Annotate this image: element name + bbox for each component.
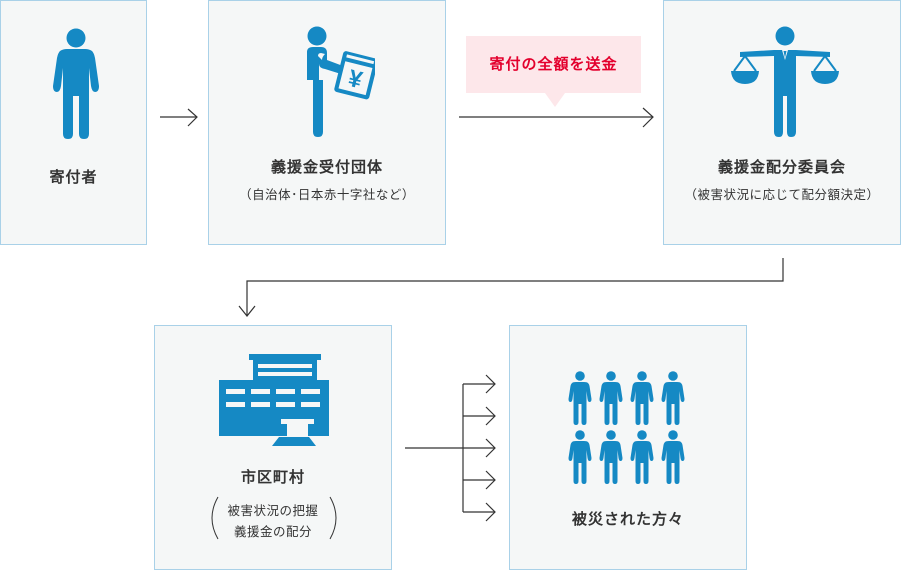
node-municipality: 市区町村 被害状況の把握 義援金の配分 [154, 325, 392, 570]
node-title: 被災された方々 [571, 510, 684, 528]
node-title: 市区町村 [240, 468, 305, 486]
person-icon [630, 430, 654, 484]
arrowhead [485, 438, 496, 458]
callout-text: 寄付の全額を送金 [489, 55, 618, 73]
node-subtitle-line-2: 義援金の配分 [233, 524, 312, 539]
person-with-scales-icon [731, 26, 839, 137]
arrowhead [642, 107, 654, 128]
person-icon [53, 28, 99, 139]
node-donor: 寄付者 [0, 0, 147, 245]
node-subtitle: （自治体･日本赤十字社など） [239, 187, 415, 202]
city-hall-building-icon [219, 354, 329, 446]
left-paren [211, 496, 219, 540]
arrowhead [485, 502, 496, 522]
node-receiving-org: ¥ 義援金受付団体 （自治体･日本赤十字社など） [208, 0, 446, 245]
node-victims: 被災された方々 [509, 325, 747, 570]
node-subtitle-line-1: 被害状況の把握 [227, 503, 319, 518]
person-icon [661, 430, 685, 484]
person-with-yen-box-icon: ¥ [307, 26, 375, 137]
node-title: 義援金配分委員会 [717, 158, 846, 176]
person-icon [630, 371, 654, 425]
callout-full-amount: 寄付の全額を送金 [466, 36, 641, 107]
arrowhead [485, 406, 496, 426]
node-title: 寄付者 [49, 168, 98, 186]
person-icon [568, 371, 592, 425]
arrowhead [485, 374, 496, 394]
group-of-people-icon [568, 371, 685, 484]
person-icon [568, 430, 592, 484]
node-title: 義援金受付団体 [270, 158, 383, 176]
person-icon [599, 371, 623, 425]
arrowhead [187, 108, 198, 127]
node-subtitle: （被害状況に応じて配分額決定） [684, 187, 880, 202]
node-allocation-committee: 義援金配分委員会 （被害状況に応じて配分額決定） [663, 0, 901, 245]
right-paren [329, 496, 337, 540]
arrowhead [238, 305, 256, 317]
arrow-committee-to-municipality [246, 258, 784, 316]
arrowhead [485, 470, 496, 490]
person-icon [661, 371, 685, 425]
person-icon [599, 430, 623, 484]
